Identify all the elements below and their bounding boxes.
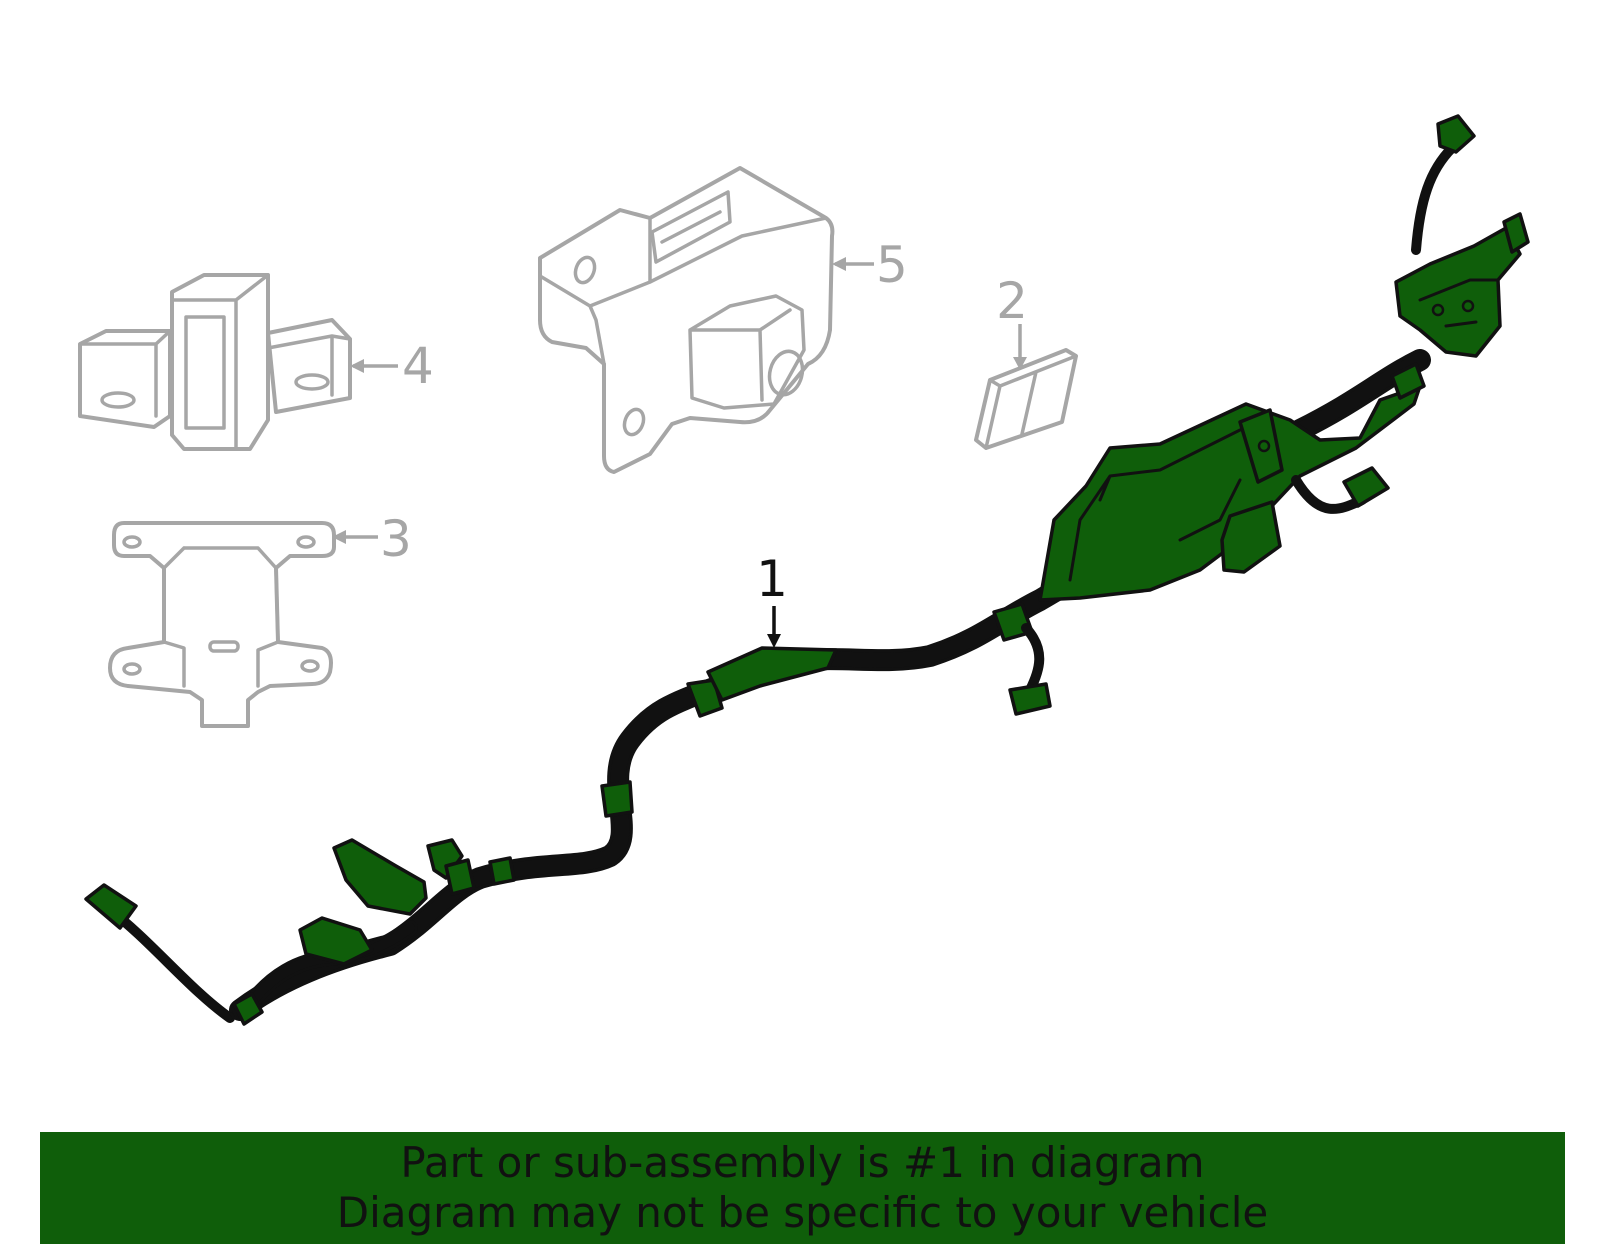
top-bracket (1394, 226, 1522, 358)
callout-2-label: 2 (996, 272, 1028, 330)
bracket-tab (1220, 500, 1282, 574)
part-2-drawing (974, 348, 1078, 450)
banner-line-2: Diagram may not be specific to your vehi… (336, 1188, 1269, 1237)
callout-5: 5 (832, 236, 908, 294)
callout-1-label: 1 (756, 550, 788, 608)
top-end-connector (1436, 114, 1476, 154)
callout-5-label: 5 (876, 236, 908, 294)
info-banner: Part or sub-assembly is #1 in diagram Di… (40, 1132, 1565, 1244)
part-3-drawing (108, 521, 336, 728)
left-end-connector (84, 883, 138, 930)
mid-drop-connector (1008, 682, 1052, 716)
callout-1: 1 (756, 550, 788, 648)
part-4-drawing (78, 273, 352, 451)
harness-bracket (1038, 384, 1422, 602)
part-5-drawing (538, 166, 835, 474)
callout-3: 3 (332, 510, 412, 568)
banner-line-1: Part or sub-assembly is #1 in diagram (400, 1138, 1205, 1187)
callout-2: 2 (996, 272, 1028, 370)
right-mid-connector (1342, 466, 1390, 508)
callout-4: 4 (350, 337, 434, 395)
left-connector-block-a (332, 838, 428, 916)
callout-4-label: 4 (402, 337, 434, 395)
callout-3-label: 3 (380, 510, 412, 568)
part-1-harness (84, 114, 1530, 1026)
left-connector-block-b (298, 916, 374, 966)
